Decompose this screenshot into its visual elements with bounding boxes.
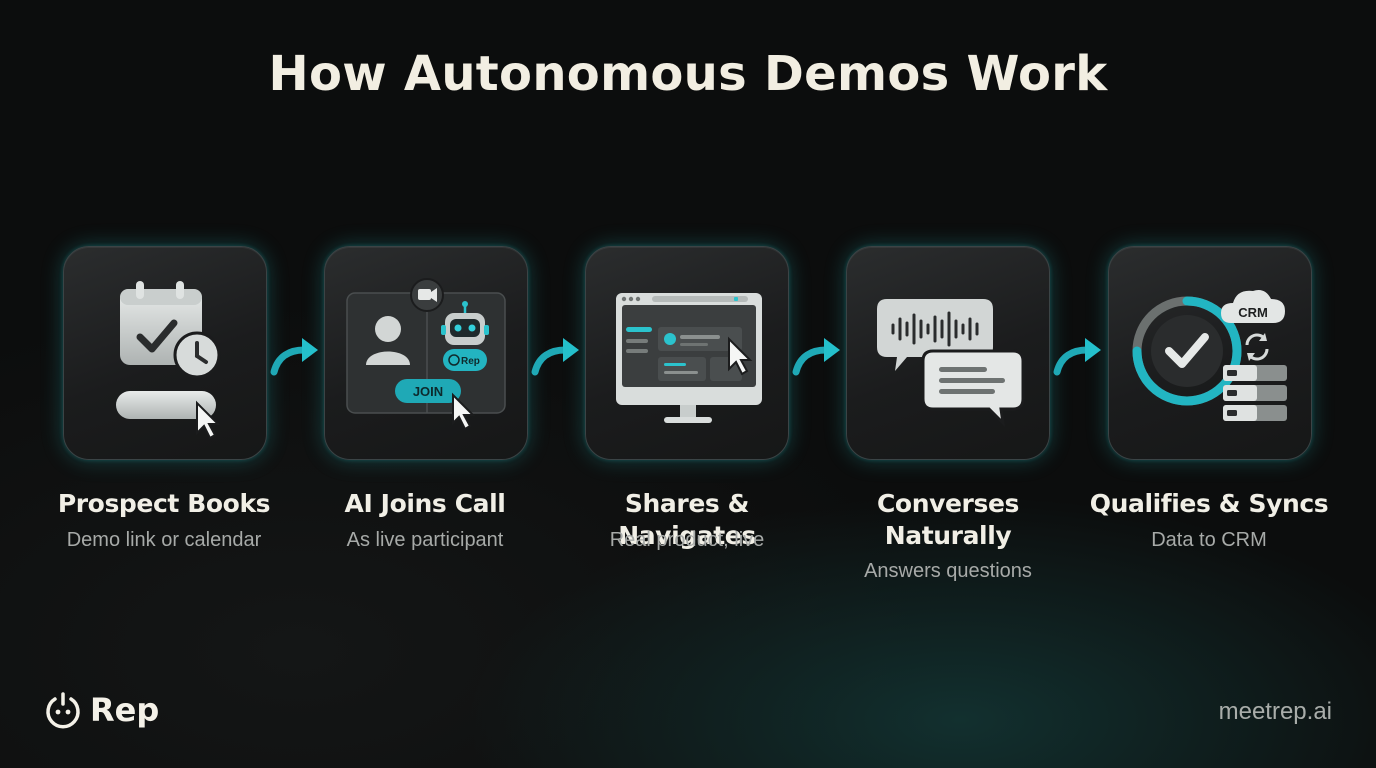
step-subtitle-4: Answers questions bbox=[864, 560, 1032, 582]
rep-logo-icon bbox=[46, 692, 80, 729]
flow-arrow-icon bbox=[1053, 338, 1101, 376]
website-link[interactable]: meetrep.ai bbox=[1218, 698, 1332, 725]
flow-arrow-icon bbox=[792, 338, 840, 376]
step-title-4: Converses Naturally bbox=[876, 489, 1020, 550]
step-subtitle-1: Demo link or calendar bbox=[66, 529, 262, 551]
step-subtitle-3: Real product, live bbox=[609, 529, 765, 551]
step-card-qualifies-syncs: CRM bbox=[1108, 246, 1312, 460]
step-title-2: AI Joins Call bbox=[344, 489, 506, 518]
video-call-robot-icon: Rep JOIN bbox=[346, 278, 506, 431]
page-title: How Autonomous Demos Work bbox=[268, 46, 1108, 102]
calendar-booking-icon bbox=[116, 281, 221, 440]
step-title-1: Prospect Books bbox=[57, 489, 271, 518]
step-subtitle-2: As live participant bbox=[346, 529, 504, 551]
step-subtitle-5: Data to CRM bbox=[1151, 529, 1267, 551]
brand-logo[interactable]: Rep bbox=[44, 688, 159, 732]
step-card-prospect-books bbox=[63, 246, 267, 460]
join-button-label: JOIN bbox=[413, 384, 443, 399]
rep-badge-label: Rep bbox=[461, 356, 480, 367]
screen-share-monitor-icon bbox=[616, 293, 762, 423]
chat-bubbles-icon bbox=[877, 299, 1025, 428]
step-title-5: Qualifies & Syncs bbox=[1089, 489, 1329, 518]
flow-arrow-icon bbox=[270, 338, 318, 376]
step-card-shares-navigates bbox=[585, 246, 789, 460]
step-card-converses-naturally bbox=[846, 246, 1050, 460]
flow-arrow-icon bbox=[531, 338, 579, 376]
crm-label: CRM bbox=[1238, 305, 1268, 320]
crm-sync-icon: CRM bbox=[1132, 290, 1287, 421]
brand-name: Rep bbox=[90, 691, 160, 729]
step-title-3: Shares & Navigates bbox=[618, 489, 756, 550]
step-card-ai-joins-call: Rep JOIN bbox=[324, 246, 528, 460]
